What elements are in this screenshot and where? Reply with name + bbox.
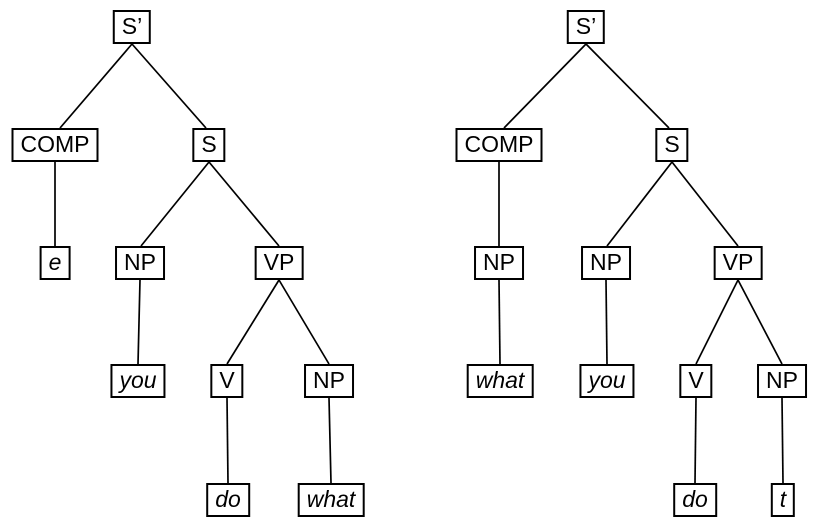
left-node-do: do [206, 483, 250, 517]
right-node-s-bar: S’ [566, 10, 606, 44]
tree-edge [226, 279, 280, 365]
right-node-comp: COMP [455, 128, 543, 162]
right-node-do: do [673, 483, 717, 517]
left-node-you: you [110, 364, 166, 398]
tree-edge [131, 43, 207, 129]
right-node-vp: VP [713, 246, 763, 280]
right-node-np-comp: NP [474, 246, 524, 280]
right-node-v: V [679, 364, 713, 398]
tree-edge [137, 279, 141, 365]
tree-edge [605, 279, 608, 365]
left-node-comp: COMP [11, 128, 99, 162]
left-node-np-subj: NP [115, 246, 165, 280]
tree-edge [328, 397, 332, 484]
tree-edge [781, 397, 784, 484]
tree-edge [694, 397, 697, 484]
right-node-np-subj: NP [581, 246, 631, 280]
right-node-what: what [466, 364, 534, 398]
tree-edge [671, 161, 739, 247]
tree-edge [208, 161, 280, 247]
left-node-s: S [192, 128, 226, 162]
tree-edge [278, 279, 330, 365]
left-node-vp: VP [254, 246, 304, 280]
right-node-t: t [770, 483, 796, 517]
tree-edge [606, 161, 673, 247]
left-node-s-bar: S’ [112, 10, 152, 44]
tree-edge [585, 43, 670, 129]
left-node-v: V [210, 364, 244, 398]
left-node-np-obj: NP [304, 364, 354, 398]
tree-edge [59, 43, 133, 129]
tree-edge [140, 161, 210, 247]
tree-edge [503, 43, 587, 129]
tree-edge [226, 397, 229, 484]
tree-edge [737, 279, 783, 365]
left-node-e: e [39, 246, 71, 280]
tree-edge [695, 279, 739, 365]
right-node-s: S [655, 128, 689, 162]
right-node-you: you [579, 364, 635, 398]
right-node-np-obj: NP [757, 364, 807, 398]
tree-edge [498, 279, 501, 365]
left-node-what: what [297, 483, 365, 517]
